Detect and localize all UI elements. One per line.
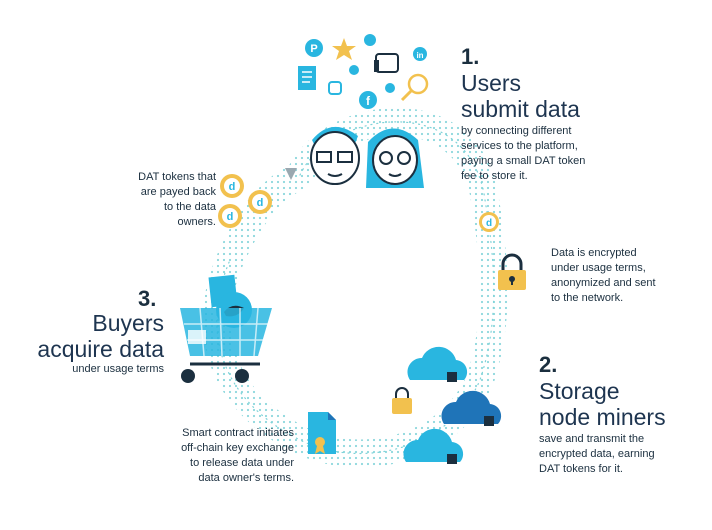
step-3-title-line2: acquire data (37, 336, 164, 362)
facebook-icon: f (359, 91, 377, 109)
svg-text:d: d (229, 181, 236, 193)
dat-token-icon: d (218, 204, 242, 228)
shopping-cart-illustration (176, 272, 276, 388)
step-2-title-line2: node miners (539, 404, 666, 430)
step-3-title: Buyers acquire data (20, 310, 164, 362)
star-icon (332, 38, 356, 60)
yahoo-icon (349, 65, 359, 75)
svg-text:in: in (416, 51, 423, 60)
svg-text:f: f (366, 94, 371, 108)
instagram-icon (328, 81, 342, 95)
user-male-icon (310, 126, 360, 185)
token-cluster: d d d (218, 168, 278, 232)
smart-contract-note: Smart contract initiates off-chain key e… (181, 427, 294, 484)
cloud-icon (407, 346, 468, 382)
flow-arrow-icon (285, 168, 297, 180)
step-1-title-line1: Users (461, 70, 522, 96)
encryption-note: Data is encrypted under usage terms, ano… (551, 247, 656, 304)
pinterest-icon: P (305, 39, 323, 57)
users-illustration (302, 118, 432, 188)
dat-token-icon: d (220, 174, 244, 198)
thumbs-up-icon (374, 53, 399, 73)
twitter-icon (364, 34, 376, 46)
cloud-icon (403, 428, 464, 464)
step-3-description: under usage terms (72, 363, 164, 375)
step-2-number: 2. (539, 352, 558, 377)
dat-token-icon: d (477, 210, 501, 234)
step-3-title-line1: Buyers (92, 310, 164, 336)
dat-token-icon: d (248, 190, 272, 214)
linkedin-icon: in (413, 47, 427, 61)
social-icons-cluster: P in f (296, 34, 446, 144)
padlock-icon (496, 252, 528, 292)
step-1-description: by connecting different services to the … (461, 125, 586, 182)
smart-contract-icon (304, 410, 340, 456)
thumbs-up-icon (188, 330, 206, 344)
step-1-title: Users submit data (461, 70, 621, 122)
cloud-nodes-illustration (392, 338, 512, 468)
user-female-icon (366, 128, 424, 188)
step-1-number: 1. (461, 44, 480, 69)
skype-icon (385, 83, 395, 93)
cart-icon (180, 307, 272, 383)
tokens-payback-note: DAT tokens that are payed back to the da… (138, 171, 216, 228)
svg-text:d: d (227, 211, 234, 223)
svg-text:P: P (310, 43, 317, 55)
step-2-description: save and transmit the encrypted data, ea… (539, 433, 655, 475)
step-2-title-line1: Storage (539, 378, 620, 404)
cloud-icon (441, 390, 502, 426)
svg-text:d: d (257, 197, 264, 209)
step-3-number: 3. (138, 286, 157, 311)
padlock-icon (392, 387, 412, 414)
document-icon (298, 66, 316, 90)
step-1-title-line2: submit data (461, 96, 580, 122)
step-2-title: Storage node miners (539, 378, 699, 430)
magnifier-icon (400, 73, 429, 102)
svg-text:d: d (486, 218, 492, 229)
